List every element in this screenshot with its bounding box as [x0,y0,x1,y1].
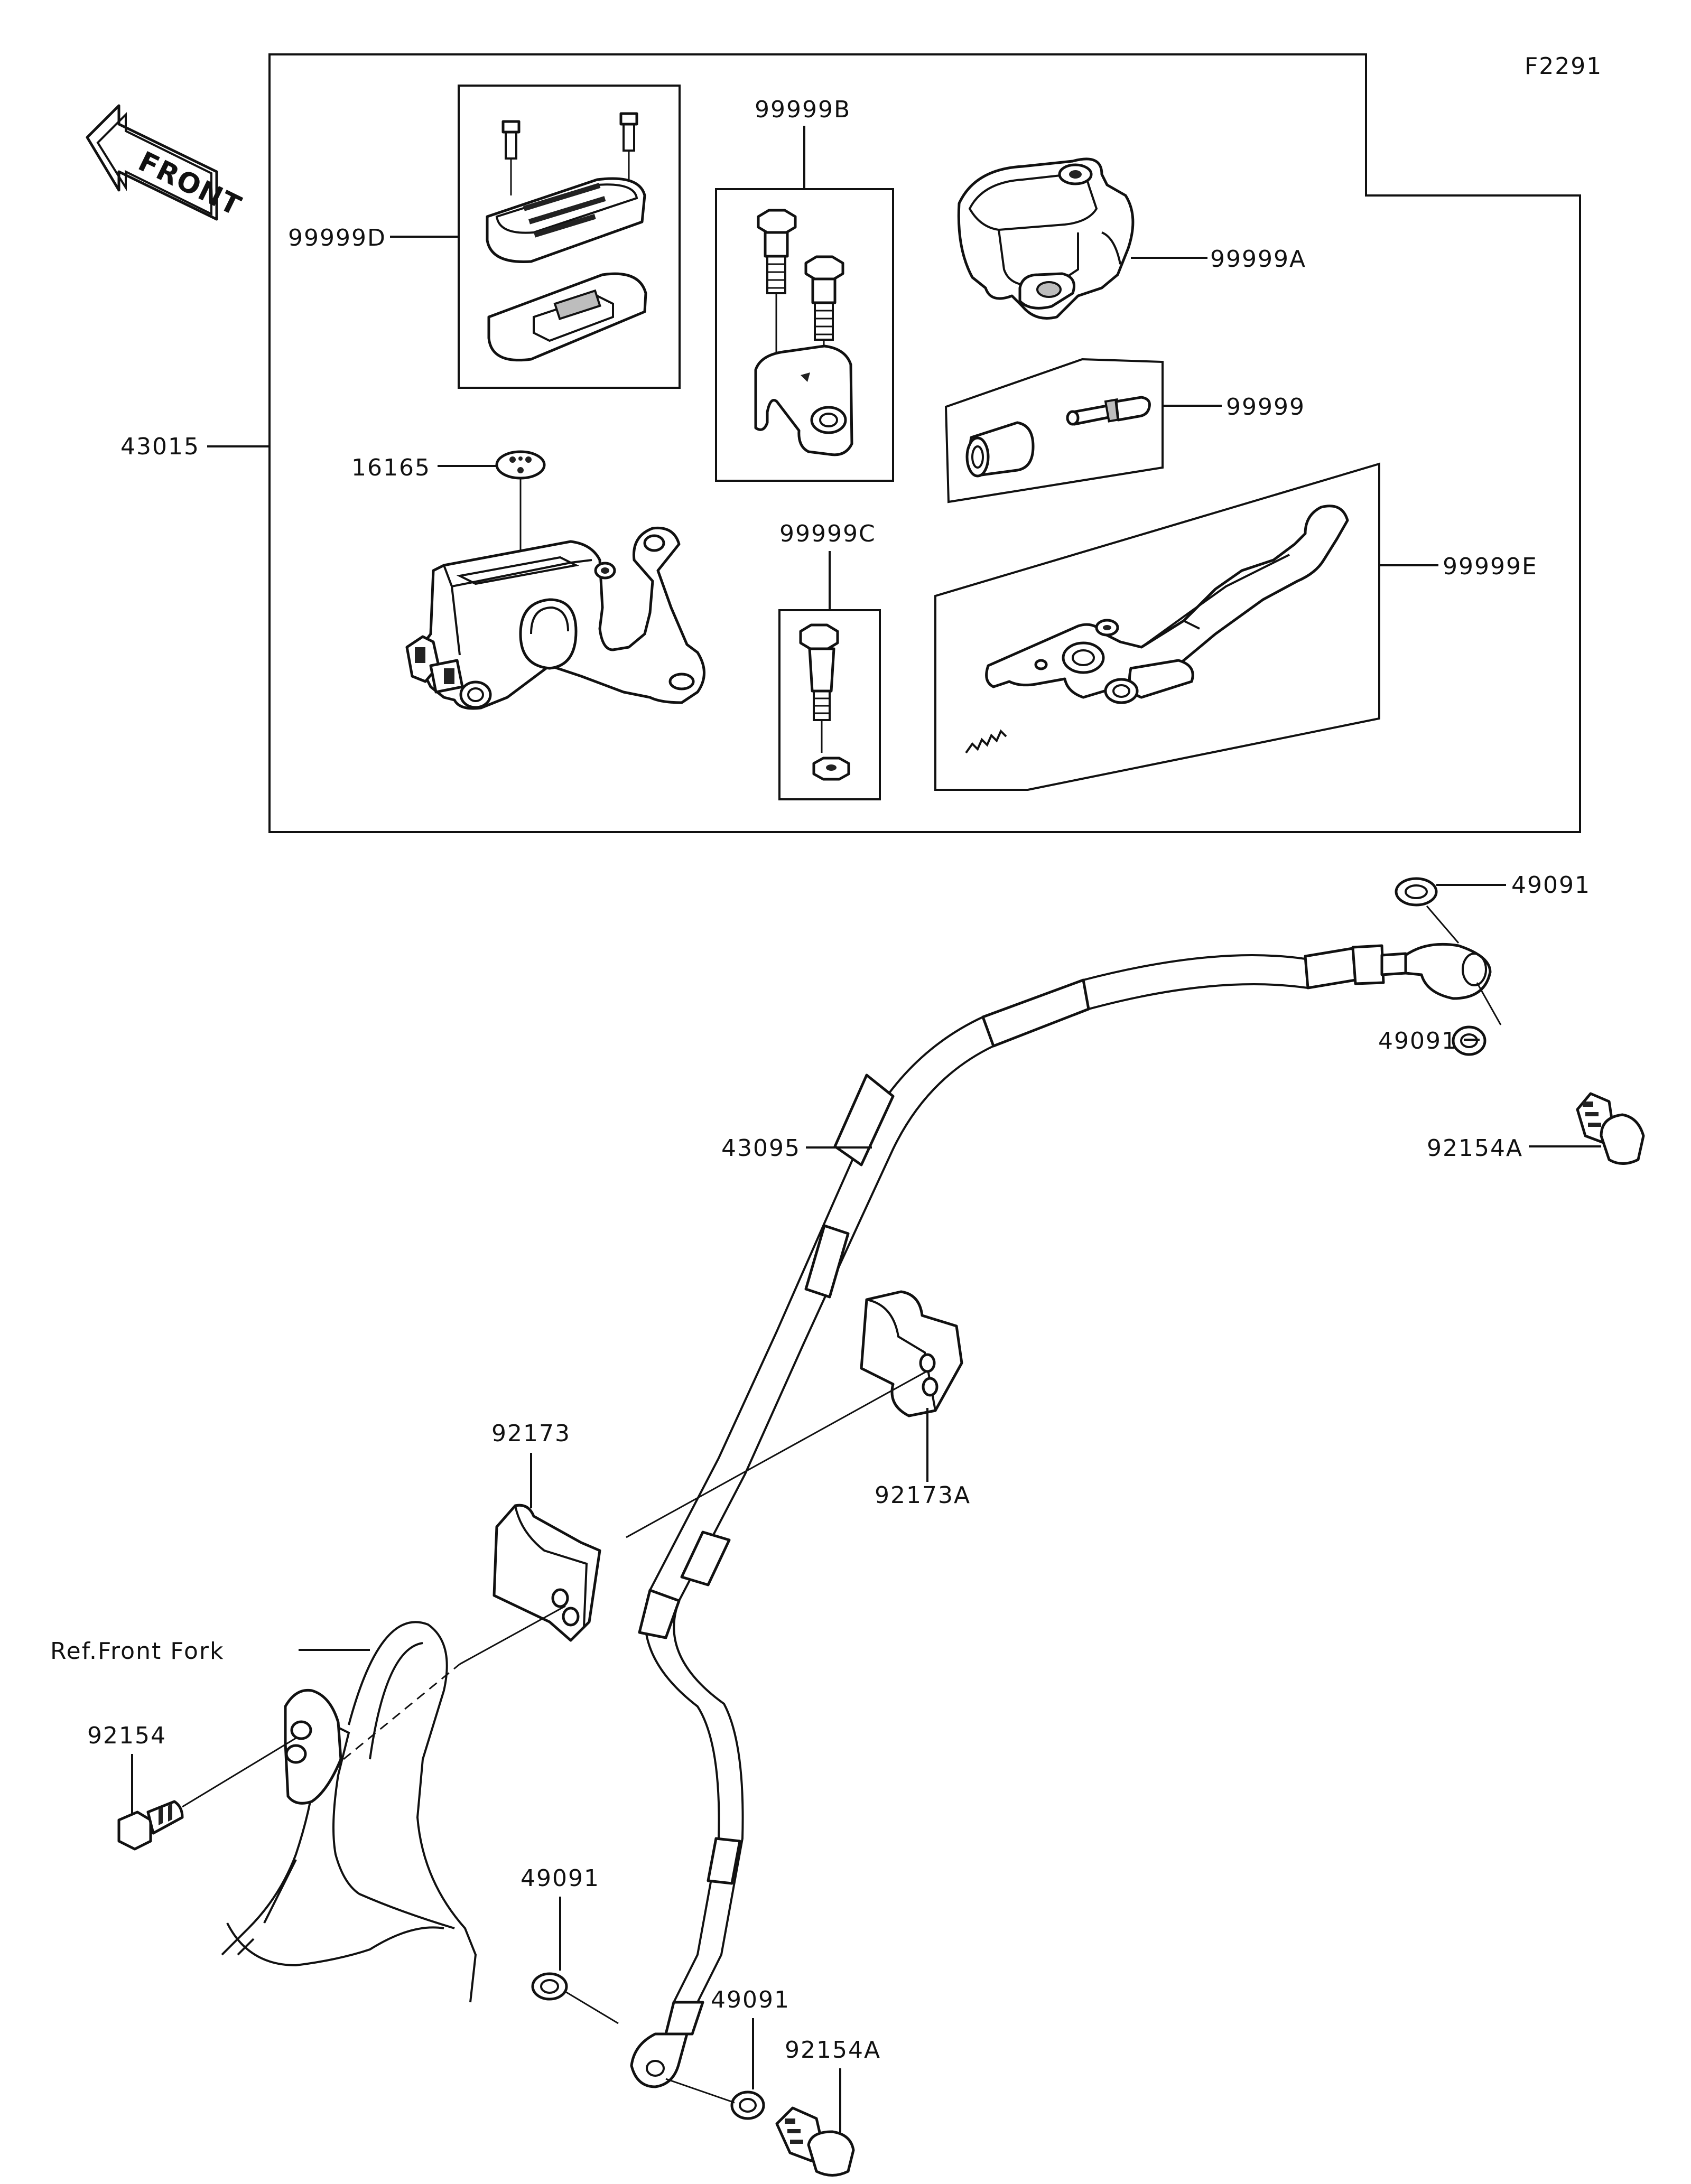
label-92173: 92173 [491,1420,571,1447]
part-99999E [934,462,1380,791]
label-43015: 43015 [120,433,200,460]
label-43095: 43095 [721,1135,801,1162]
label-92154A-top: 92154A [1427,1135,1523,1162]
part-99999D [458,85,681,389]
label-92154: 92154 [87,1722,166,1749]
figure-code: F2291 [1525,53,1602,80]
part-16165 [495,450,546,480]
label-92154A-bottom: 92154A [785,2037,881,2064]
label-99999B: 99999B [755,96,851,123]
part-99999B [715,126,894,482]
label-49091-mid: 49091 [1378,1028,1457,1054]
label-16165: 16165 [351,454,431,481]
guide-92173 [493,1504,601,1642]
brake-hose-43095 [630,942,1492,2088]
label-99999A: 99999A [1210,246,1306,273]
label-99999E: 99999E [1443,553,1538,580]
part-99999C [778,551,881,800]
part-master-cylinder [405,526,705,710]
label-49091-top: 49091 [1511,872,1591,899]
label-92173A: 92173A [875,1482,971,1509]
assembly-box [268,53,1581,833]
label-49091-bottom-left: 49091 [521,1865,600,1892]
washer-49091-top [1395,877,1438,907]
bolt-92154A-bottom [775,2106,855,2177]
washer-49091-bottom-right [730,2090,765,2120]
part-99999A [957,157,1135,320]
label-99999C: 99999C [779,520,876,547]
part-99999 [944,358,1164,503]
label-99999: 99999 [1226,394,1305,421]
guide-92173A [860,1290,963,1417]
front-arrow-icon: FRONT [86,104,246,222]
bolt-92154 [117,1800,184,1851]
bolt-92154A-top [1576,1092,1645,1165]
ref-front-fork-label: Ref.Front Fork [50,1638,224,1665]
label-49091-bottom-right: 49091 [711,1986,790,2013]
washer-49091-bottom-left [531,1972,568,2001]
front-fork-ref [221,1621,477,2003]
label-99999D: 99999D [288,225,386,251]
